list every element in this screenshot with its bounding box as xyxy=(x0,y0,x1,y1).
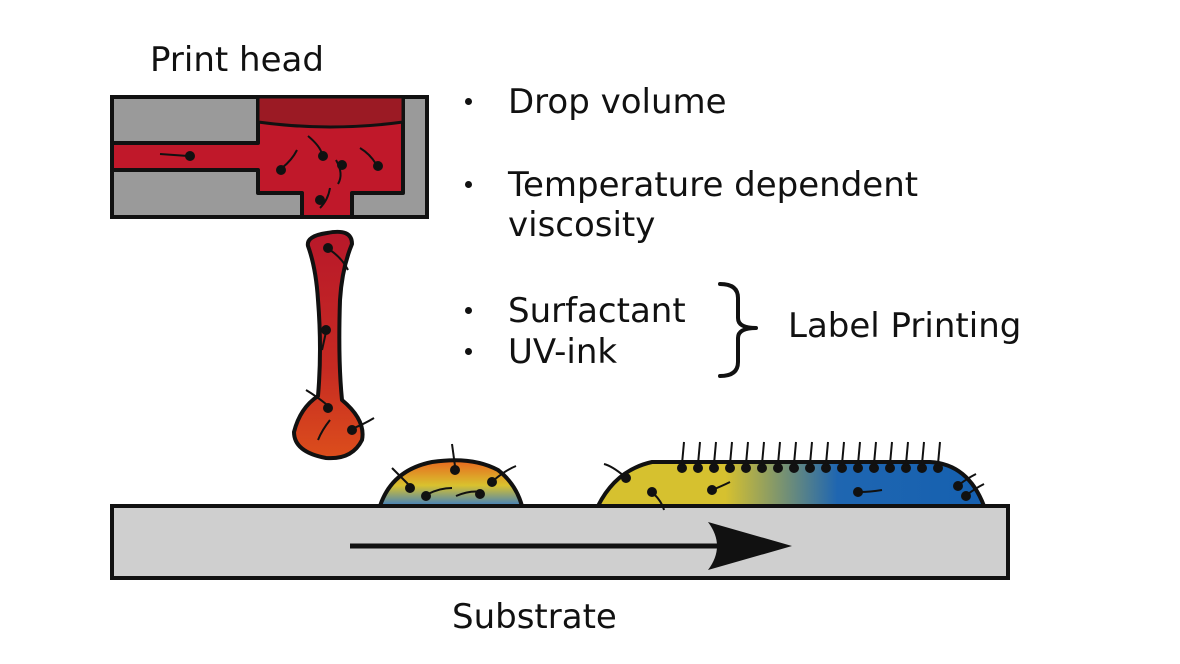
surfactant-tail xyxy=(809,441,813,465)
surfactant-head xyxy=(709,463,719,473)
falling-drop xyxy=(292,229,375,461)
bullet-uv-ink: UV-ink xyxy=(508,332,618,372)
bullet-dot xyxy=(465,348,472,355)
surfactant-head xyxy=(805,463,815,473)
print-head xyxy=(110,95,429,219)
surfactant-tail xyxy=(713,441,717,465)
surfactant-head xyxy=(933,463,943,473)
surfactant-head xyxy=(885,463,895,473)
bullet-dot xyxy=(465,98,472,105)
membrane xyxy=(256,95,405,129)
surfactant-head xyxy=(837,463,847,473)
surfactant-tail xyxy=(889,441,893,465)
surfactant-tail xyxy=(841,441,845,465)
surfactant-tail xyxy=(745,441,749,465)
surfactant-head xyxy=(869,463,879,473)
surfactant-head xyxy=(917,463,927,473)
surfactant-head xyxy=(901,463,911,473)
bullet-temperature-line2: viscosity xyxy=(508,205,656,245)
surfactant-tail xyxy=(873,441,877,465)
bullet-surfactant: Surfactant xyxy=(508,291,686,331)
surfactant-head xyxy=(789,463,799,473)
bullet-drop-volume: Drop volume xyxy=(508,82,727,122)
surfactant-head xyxy=(853,463,863,473)
surfactant-head xyxy=(725,463,735,473)
surfactant-head xyxy=(741,463,751,473)
surfactant-tail xyxy=(697,441,701,465)
surfactant-head xyxy=(693,463,703,473)
substrate-plate xyxy=(110,504,1010,580)
surfactant-head xyxy=(677,463,687,473)
surfactant-tail xyxy=(921,441,925,465)
surfactant-molecules-head xyxy=(159,135,383,209)
right-curly-brace-icon xyxy=(718,282,758,378)
substrate-label: Substrate xyxy=(452,597,617,637)
surfactant-head xyxy=(821,463,831,473)
surfactant-head xyxy=(773,463,783,473)
small-drop xyxy=(377,443,525,508)
bullet-dot xyxy=(465,181,472,188)
surfactant-tail xyxy=(729,441,733,465)
spread-film xyxy=(594,441,987,511)
right-arrow-icon xyxy=(350,522,792,570)
surfactant-tail xyxy=(793,441,797,465)
surfactant-tail xyxy=(937,441,941,465)
surfactant-tail xyxy=(905,441,909,465)
surfactant-tail xyxy=(761,441,765,465)
surfactant-tail xyxy=(681,441,685,465)
bullet-dot xyxy=(465,307,472,314)
bullet-temperature: Temperature dependent xyxy=(508,165,919,205)
print-head-label: Print head xyxy=(150,40,324,80)
surfactant-tail xyxy=(777,441,781,465)
surfactant-head xyxy=(757,463,767,473)
surfactant-tail xyxy=(857,441,861,465)
surfactant-tail xyxy=(825,441,829,465)
label-printing-label: Label Printing xyxy=(788,306,1022,346)
